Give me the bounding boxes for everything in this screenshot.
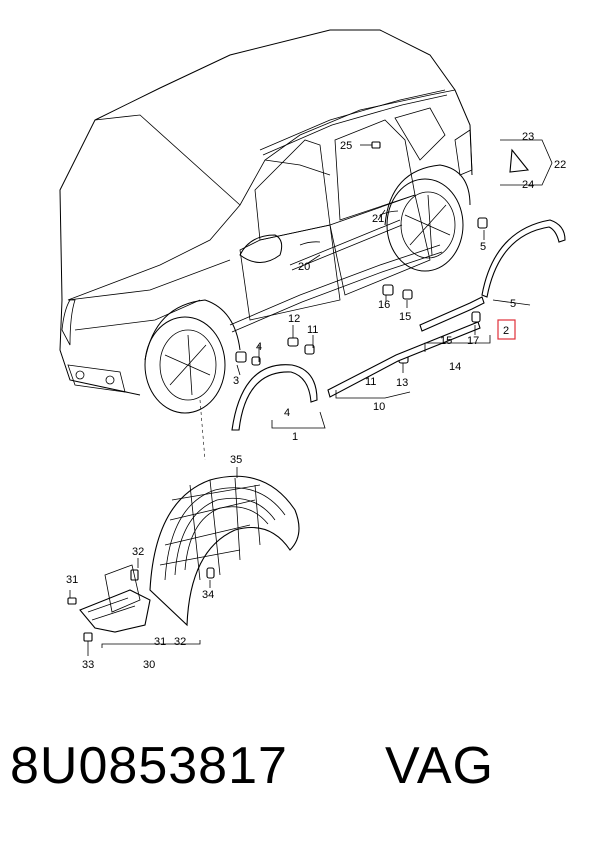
callout-21: 21 [372,213,384,225]
parts-diagram: 1 2 3 4 4 5 5 10 11 11 12 13 14 15 15 16… [59,29,566,671]
callout-17: 17 [467,335,479,347]
trim-strips [231,148,566,431]
callout-15b: 15 [440,335,452,347]
callout-25: 25 [340,140,352,152]
callout-20: 20 [298,261,310,273]
callout-22: 22 [554,159,566,171]
callout-2: 2 [503,325,509,337]
callout-10: 10 [373,401,385,413]
clip-parts [67,141,488,642]
callout-31a: 31 [66,574,78,586]
callout-23: 23 [522,131,534,143]
part-number: 8U0853817 [10,737,288,795]
callout-4b: 4 [284,407,290,419]
callout-15a: 15 [399,311,411,323]
callout-12: 12 [288,313,300,325]
callout-32a: 32 [132,546,144,558]
front-bracket [79,564,151,633]
callout-32b: 32 [174,636,186,648]
callout-33: 33 [82,659,94,671]
wheel-housing-liner [149,475,300,627]
callout-35: 35 [230,454,242,466]
caption-bar: 8U0853817 VAG [0,740,600,820]
brand-label: VAG [385,737,494,795]
callout-14: 14 [449,361,461,373]
callout-13: 13 [396,377,408,389]
leader-lines [69,139,553,656]
callout-1: 1 [292,431,298,443]
callout-30: 30 [143,659,155,671]
callout-3: 3 [233,375,239,387]
callout-31b: 31 [154,636,166,648]
callout-5a: 5 [480,241,486,253]
callout-5b: 5 [510,298,516,310]
callout-11b: 11 [365,376,376,388]
callout-34: 34 [202,589,214,601]
highlight-box [497,319,516,340]
callout-labels: 1 2 3 4 4 5 5 10 11 11 12 13 14 15 15 16… [66,131,566,671]
callout-4a: 4 [256,341,262,353]
callout-11a: 11 [307,324,318,336]
callout-16: 16 [378,299,390,311]
callout-24: 24 [522,179,534,191]
